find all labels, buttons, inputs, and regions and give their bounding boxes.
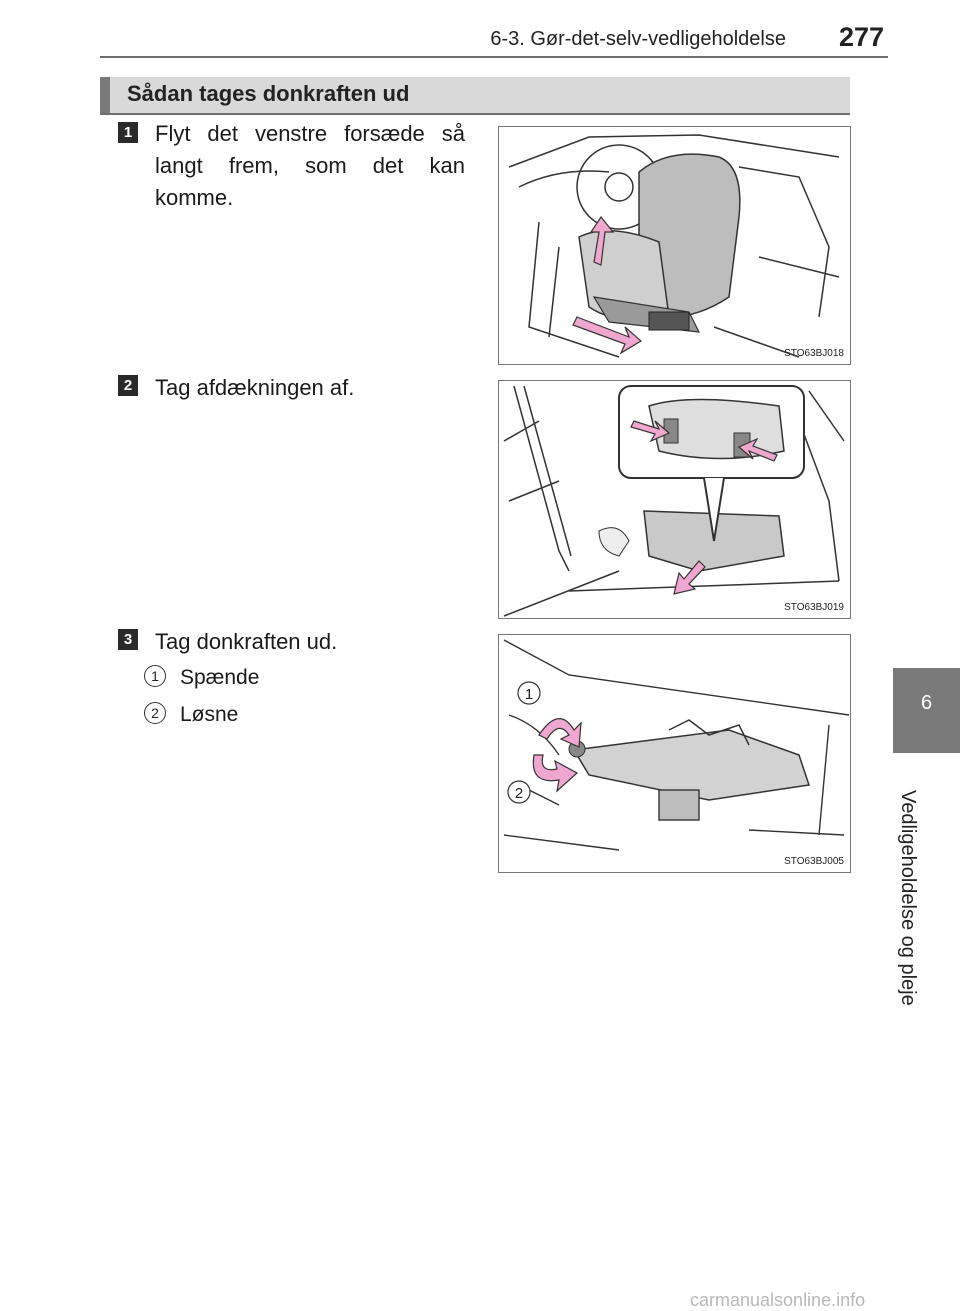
figure-jack-removal: 1 2 STO63BJ005 (498, 634, 851, 873)
step-text-2: Tag afdækningen af. (155, 375, 355, 400)
chapter-tab (893, 668, 960, 753)
callout-1-label: 1 (525, 686, 533, 703)
cover-illustration (503, 385, 845, 617)
sub-item-text-2: Løsne (180, 703, 239, 726)
sub-item-number-1: 1 (144, 665, 166, 687)
step-text-1: Flyt det venstre forsæde så langt frem, … (155, 121, 465, 210)
sub-item-text-1: Spænde (180, 666, 260, 689)
step-number-2: 2 (118, 375, 138, 396)
watermark: carmanualsonline.info (690, 1290, 866, 1310)
callout-2-label: 2 (515, 785, 523, 802)
section-heading-bar (100, 77, 850, 113)
seat-illustration (508, 134, 840, 358)
figure-code-3: STO63BJ005 (784, 856, 844, 867)
step-number-1: 1 (118, 122, 138, 143)
step-text-3: Tag donkraften ud. (155, 629, 338, 654)
figure-cover-removal: STO63BJ019 (498, 380, 851, 619)
figure-code-1: STO63BJ018 (784, 348, 844, 359)
section-heading-rule (100, 113, 850, 115)
step-number-3: 3 (118, 629, 138, 650)
section-heading: Sådan tages donkraften ud (127, 81, 410, 106)
header-rule (100, 56, 888, 58)
figure-code-2: STO63BJ019 (784, 602, 844, 613)
page-number: 277 (838, 22, 884, 52)
jack-illustration: 1 2 (503, 639, 850, 851)
running-header-title: 6-3. Gør-det-selv-vedligeholdelse (490, 28, 786, 50)
chapter-number: 6 (920, 692, 933, 714)
section-heading-accent (100, 77, 110, 113)
figure-seat-forward: STO63BJ018 (498, 126, 851, 365)
sub-item-number-2: 2 (144, 702, 166, 724)
chapter-title: Vedligeholdelse og pleje (897, 790, 919, 1006)
